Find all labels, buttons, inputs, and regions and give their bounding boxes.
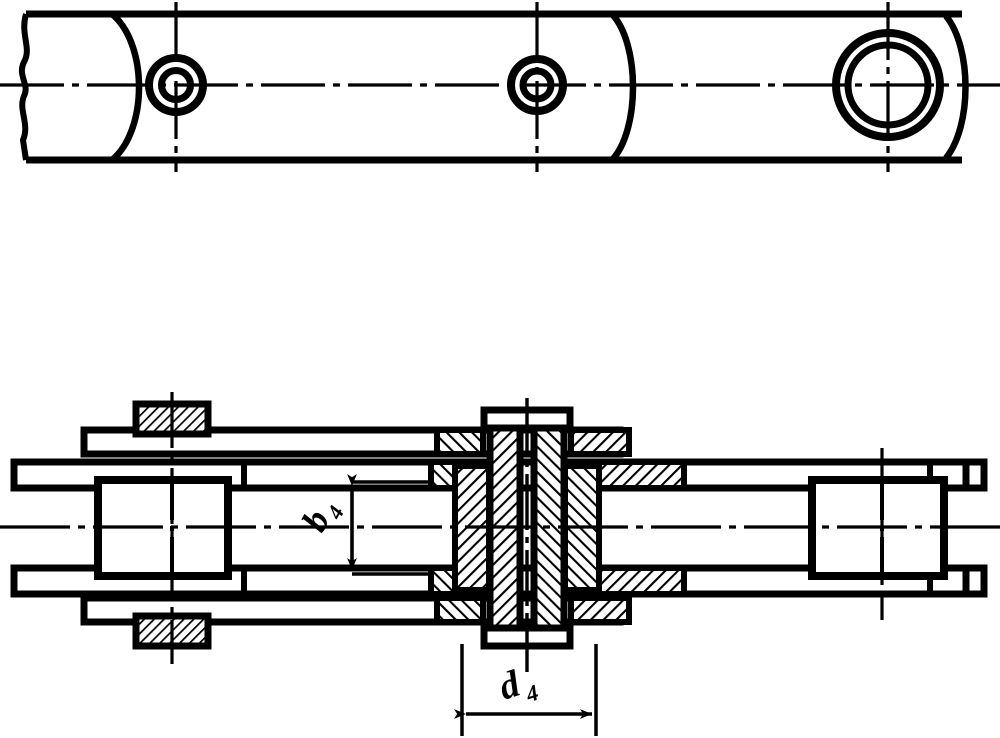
hatched-outer-upper-left [434,427,486,457]
plan-contour-lines [109,11,969,163]
d4-label: d [494,662,526,708]
d4-dimension: d 4 [454,644,598,736]
hatched-outer-upper-right [568,427,632,457]
hatched-outer-lower-left [434,595,486,625]
d4-label-group: d 4 [494,662,542,708]
b4-label-group: b 4 [294,501,349,537]
plan-centerlines [0,2,1000,172]
hatched-outer-lower-right [568,595,632,625]
plan-left-contour-arc [109,11,143,163]
plan-break-line [18,13,30,161]
section-view: b 4 d 4 [0,392,1000,736]
plan-plate-outline [18,10,962,164]
plan-middle-contour-arc [609,11,637,163]
d4-label-subscript: 4 [522,680,542,708]
section-centerlines [0,392,1000,672]
plan-view [0,2,1000,172]
plan-right-end-arc [943,13,969,161]
